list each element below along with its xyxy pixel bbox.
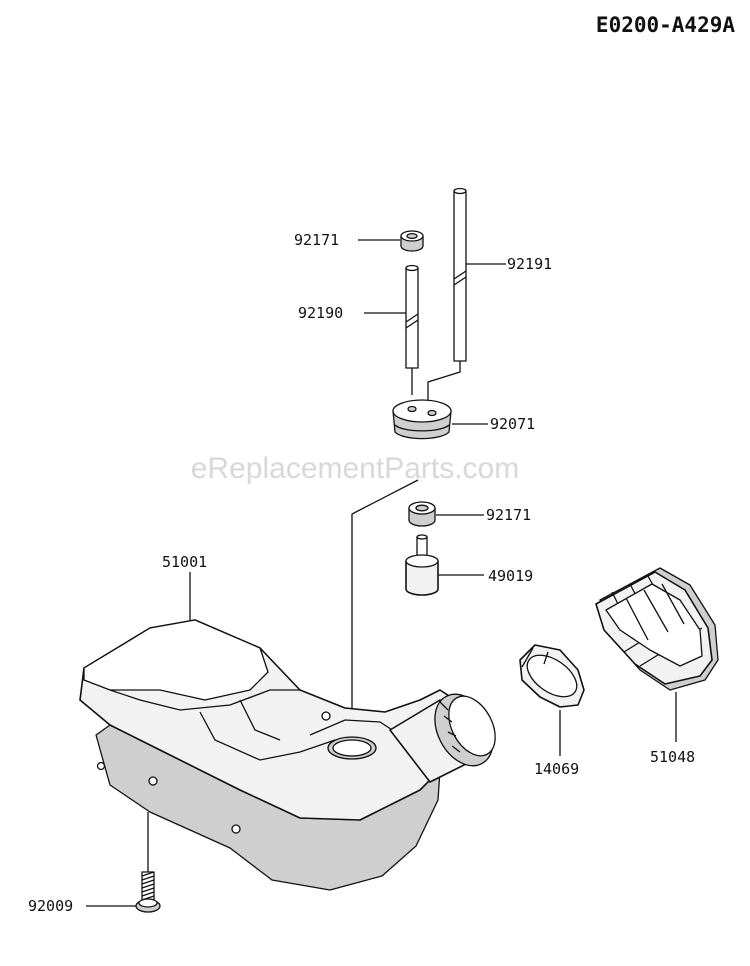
fuel-tank-51001[interactable] bbox=[79, 619, 479, 891]
watermark: eReplacementParts.com bbox=[191, 452, 519, 485]
part-label-92191[interactable]: 92191 bbox=[507, 255, 552, 273]
cover-51048[interactable] bbox=[595, 567, 719, 691]
part-label-49019[interactable]: 49019 bbox=[488, 567, 533, 585]
grommet-92071[interactable] bbox=[392, 399, 452, 440]
part-label-51001[interactable]: 51001 bbox=[162, 553, 207, 571]
tank-cap-14069[interactable] bbox=[519, 644, 585, 708]
part-label-92171-bottom[interactable]: 92171 bbox=[486, 506, 531, 524]
part-label-51048[interactable]: 51048 bbox=[650, 748, 695, 766]
tube-92191[interactable] bbox=[453, 187, 467, 362]
part-label-14069[interactable]: 14069 bbox=[534, 760, 579, 778]
diagram-code: E0200-A429A bbox=[596, 13, 735, 37]
ring-92171-top[interactable] bbox=[400, 230, 424, 252]
part-label-92071[interactable]: 92071 bbox=[490, 415, 535, 433]
bolt-92009[interactable] bbox=[135, 871, 161, 913]
part-label-92009[interactable]: 92009 bbox=[28, 897, 73, 915]
part-label-92171-top[interactable]: 92171 bbox=[294, 231, 339, 249]
ring-92171-bottom[interactable] bbox=[408, 501, 436, 527]
connector-line bbox=[427, 361, 461, 408]
connector-line bbox=[351, 479, 419, 748]
filler-neck-thread bbox=[434, 693, 496, 767]
filter-49019[interactable] bbox=[405, 534, 439, 596]
tube-92190[interactable] bbox=[405, 264, 419, 369]
part-label-92190[interactable]: 92190 bbox=[298, 304, 343, 322]
